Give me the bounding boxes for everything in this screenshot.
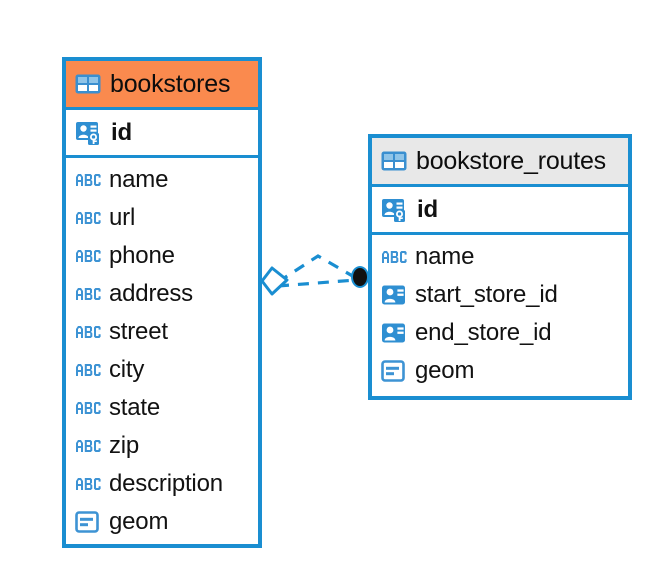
- primary-key-section: id: [372, 184, 628, 235]
- abc-text-icon: [75, 249, 101, 263]
- entity-header-bookstores[interactable]: bookstores: [66, 61, 258, 107]
- fields-section: name start_store_id: [372, 235, 628, 394]
- field-label: id: [111, 118, 132, 146]
- entity-title: bookstore_routes: [416, 146, 606, 175]
- field-row-phone[interactable]: phone: [66, 237, 258, 275]
- field-row-name[interactable]: name: [66, 161, 258, 199]
- field-label: name: [109, 166, 169, 193]
- abc-text-icon: [75, 287, 101, 301]
- field-row-street[interactable]: street: [66, 313, 258, 351]
- foreign-key-icon: [381, 322, 407, 344]
- abc-text-icon: [75, 439, 101, 453]
- field-label: url: [109, 204, 136, 231]
- field-label: zip: [109, 432, 140, 459]
- filled-circle-marker: [351, 266, 369, 288]
- table-icon: [381, 151, 407, 171]
- fields-section: name url: [66, 158, 258, 545]
- abc-text-icon: [75, 363, 101, 377]
- field-row-state[interactable]: state: [66, 389, 258, 427]
- field-row-city[interactable]: city: [66, 351, 258, 389]
- field-label: geom: [415, 357, 475, 384]
- field-label: description: [109, 470, 223, 497]
- field-row-id[interactable]: id: [372, 187, 628, 232]
- field-row-geom[interactable]: geom: [66, 503, 258, 541]
- abc-text-icon: [75, 477, 101, 491]
- field-label: phone: [109, 242, 175, 269]
- abc-text-icon: [75, 325, 101, 339]
- primary-key-icon: [75, 119, 103, 147]
- field-label: state: [109, 394, 161, 421]
- primary-key-icon: [381, 196, 409, 224]
- field-label: city: [109, 356, 145, 383]
- abc-text-icon: [75, 173, 101, 187]
- field-label: end_store_id: [415, 319, 552, 346]
- field-row-description[interactable]: description: [66, 465, 258, 503]
- field-label: geom: [109, 508, 169, 535]
- field-label: address: [109, 280, 193, 307]
- field-row-geom[interactable]: geom: [372, 352, 628, 390]
- entity-bookstores[interactable]: bookstores id: [62, 57, 262, 548]
- field-label: id: [417, 195, 438, 223]
- diamond-marker: [260, 266, 289, 296]
- field-row-url[interactable]: url: [66, 199, 258, 237]
- field-row-zip[interactable]: zip: [66, 427, 258, 465]
- field-label: street: [109, 318, 168, 345]
- abc-text-icon: [381, 250, 407, 264]
- field-row-end-store-id[interactable]: end_store_id: [372, 314, 628, 352]
- field-row-name[interactable]: name: [372, 238, 628, 276]
- geometry-icon: [75, 510, 101, 534]
- field-label: start_store_id: [415, 281, 558, 308]
- table-icon: [75, 74, 101, 94]
- field-row-start-store-id[interactable]: start_store_id: [372, 276, 628, 314]
- geometry-icon: [381, 359, 407, 383]
- entity-bookstore-routes[interactable]: bookstore_routes: [368, 134, 632, 400]
- relationship-line-lower: [277, 278, 357, 288]
- field-row-address[interactable]: address: [66, 275, 258, 313]
- foreign-key-icon: [381, 284, 407, 306]
- field-row-id[interactable]: id: [66, 110, 258, 155]
- primary-key-section: id: [66, 107, 258, 158]
- entity-title: bookstores: [110, 69, 231, 98]
- entity-header-bookstore-routes[interactable]: bookstore_routes: [372, 138, 628, 184]
- field-label: name: [415, 243, 475, 270]
- abc-text-icon: [75, 211, 101, 225]
- relationship-line-upper: [277, 254, 357, 284]
- abc-text-icon: [75, 401, 101, 415]
